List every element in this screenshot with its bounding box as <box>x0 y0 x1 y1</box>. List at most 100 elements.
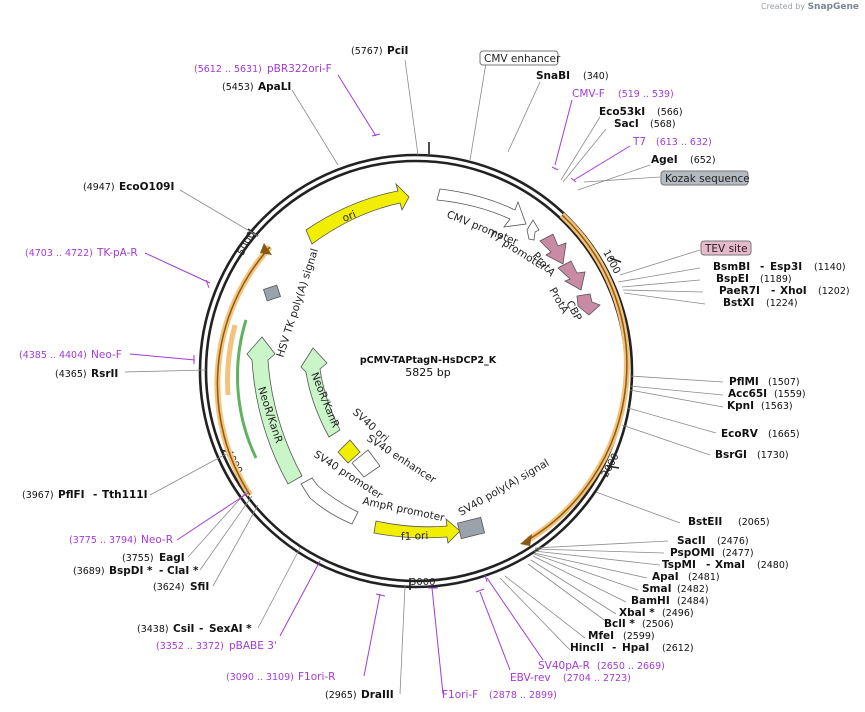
prota-arrow-2 <box>557 260 586 291</box>
site-age-pos: (652) <box>690 155 716 166</box>
site-xba-pos: (2496) <box>662 608 694 619</box>
site-snab-pos: (340) <box>583 71 609 82</box>
site-bam-name: BamHI <box>631 595 670 607</box>
site-sfi-name: SfiI <box>190 581 209 593</box>
site-tsp-pos: (2480) <box>757 560 789 571</box>
kozak-box <box>660 170 749 186</box>
primer-sv40pa-name: SV40pA-R <box>538 660 590 672</box>
backbone-outer-ring <box>198 153 634 589</box>
primer-f1f-name: F1ori-F <box>442 689 478 701</box>
cmv-promoter-arrow <box>436 188 527 228</box>
ampr-promoter-label: AmpR promoter <box>361 495 446 524</box>
site-hinc-sep: - <box>612 642 616 654</box>
site-eco-name: EcoO109I <box>119 181 174 193</box>
site-bsrg-pos: (1730) <box>757 450 789 461</box>
site-eag-name: EagI <box>159 552 185 564</box>
site-psp-name: PspOMI <box>670 547 715 559</box>
site-pae-name: PaeR7I <box>719 285 760 297</box>
site-kpn-name: KpnI <box>727 400 754 412</box>
primer-f1r-pos: (3090 .. 3109) <box>226 672 294 683</box>
ori-arrow <box>305 182 410 245</box>
neokan-inner-arrow <box>300 347 341 438</box>
primer-ebv-pos: (2704 .. 2723) <box>563 673 631 684</box>
site-acc-pos: (1559) <box>774 389 806 400</box>
orf-arc-right-core <box>527 214 628 541</box>
site-hinc-name2: HpaI <box>622 642 649 654</box>
neokan-outer-arrow <box>246 336 303 485</box>
primer-cmvf-pos: (519 .. 539) <box>618 89 674 100</box>
site-age-name: AgeI <box>651 154 678 166</box>
site-apal-name: ApaLI <box>258 81 291 93</box>
site-rsr-name: RsrII <box>91 368 118 380</box>
site-apal-pos: (5453) <box>222 82 254 93</box>
site-csi-name2: SexAI * <box>209 623 252 635</box>
primer-cmvf-name: CMV-F <box>572 88 605 100</box>
snapgene-credit: Created by SnapGene <box>761 2 859 12</box>
site-sma-name: SmaI <box>642 583 672 595</box>
site-dra-pos: (2965) <box>325 690 357 701</box>
site-tsp-name2: XmaI <box>715 559 745 571</box>
f1-ori-label: f1 ori <box>401 530 429 543</box>
site-bspe-name: BspEI <box>716 273 749 285</box>
site-rsr-pos: (4365) <box>55 369 87 380</box>
sv40-polya-label: SV40 poly(A) signal <box>457 457 552 519</box>
cbp-arrow <box>576 293 601 316</box>
tick-label-3000: 3000 <box>410 577 435 588</box>
site-eag-pos: (3755) <box>122 553 154 564</box>
site-psp-pos: (2477) <box>722 548 754 559</box>
primer-pbr-name: pBR322ori-F <box>267 63 332 75</box>
site-bsp-sep: - <box>159 565 163 577</box>
orf-arc-right-head <box>520 534 532 546</box>
primer-sv40pa-pos: (2650 .. 2669) <box>597 661 665 672</box>
site-bstx-pos: (1224) <box>766 298 798 309</box>
site-tsp-sep: - <box>706 559 710 571</box>
site-eco53-pos: (566) <box>657 107 683 118</box>
t7-promoter-arrow <box>526 219 540 241</box>
site-bsrg-name: BsrGI <box>715 449 747 461</box>
orf-arc-left-core <box>216 246 271 496</box>
primer-leader-lines <box>129 74 631 695</box>
site-bspe-pos: (1189) <box>760 274 792 285</box>
primer-pbabe-pos: (3352 .. 3372) <box>156 641 224 652</box>
site-sfi-pos: (3624) <box>153 582 185 593</box>
site-pae-sep: - <box>771 285 775 297</box>
site-apai-name: ApaI <box>652 571 679 583</box>
primer-t7-pos: (613 .. 632) <box>656 137 712 148</box>
sv40-enhancer-box <box>351 449 381 478</box>
boxed-leader-lines <box>469 62 701 276</box>
site-kpn-pos: (1563) <box>761 401 793 412</box>
plasmid-length: 5825 bp <box>405 366 450 379</box>
site-pfl-pos: (3967) <box>22 490 54 501</box>
primer-neof-pos: (4385 .. 4404) <box>19 350 87 361</box>
site-bam-pos: (2484) <box>677 596 709 607</box>
site-pci-name: PciI <box>387 45 408 57</box>
neo-primer-arc <box>236 319 258 459</box>
primer-neor-pos: (3775 .. 3794) <box>69 535 137 546</box>
tev-box <box>700 240 752 256</box>
site-csi-sep: - <box>199 623 203 635</box>
site-sac2-pos: (2476) <box>717 536 749 547</box>
site-mfe-pos: (2599) <box>623 631 655 642</box>
site-bsmb-pos: (1140) <box>814 262 846 273</box>
site-pfm-name: PflMI <box>729 376 759 388</box>
site-pae-pos: (1202) <box>818 286 850 297</box>
site-bsp-name2: ClaI * <box>167 565 199 577</box>
orf-arc-small <box>225 324 238 396</box>
credit-prefix: Created by <box>761 2 806 11</box>
site-sma-pos: (2482) <box>677 584 709 595</box>
primer-tk-name: TK-pA-R <box>96 247 138 259</box>
primer-ebv-name: EBV-rev <box>510 672 551 684</box>
site-ecorv-pos: (1665) <box>768 429 800 440</box>
site-bcl-name: BclI * <box>604 618 635 630</box>
site-eco-pos: (4947) <box>83 182 115 193</box>
site-sac2-name: SacII <box>677 535 706 547</box>
snapgene-logo: SnapGene <box>807 2 859 12</box>
site-bsmb-name2: Esp3I <box>770 261 802 273</box>
cmv-enhancer-label: CMV enhancer <box>484 53 561 65</box>
site-bsp-pos: (3689) <box>73 566 105 577</box>
site-acc-name: Acc65I <box>728 388 767 400</box>
site-mfe-name: MfeI <box>588 630 614 642</box>
primer-tk-pos: (4703 .. 4722) <box>25 248 93 259</box>
site-hinc-pos: (2612) <box>662 643 694 654</box>
